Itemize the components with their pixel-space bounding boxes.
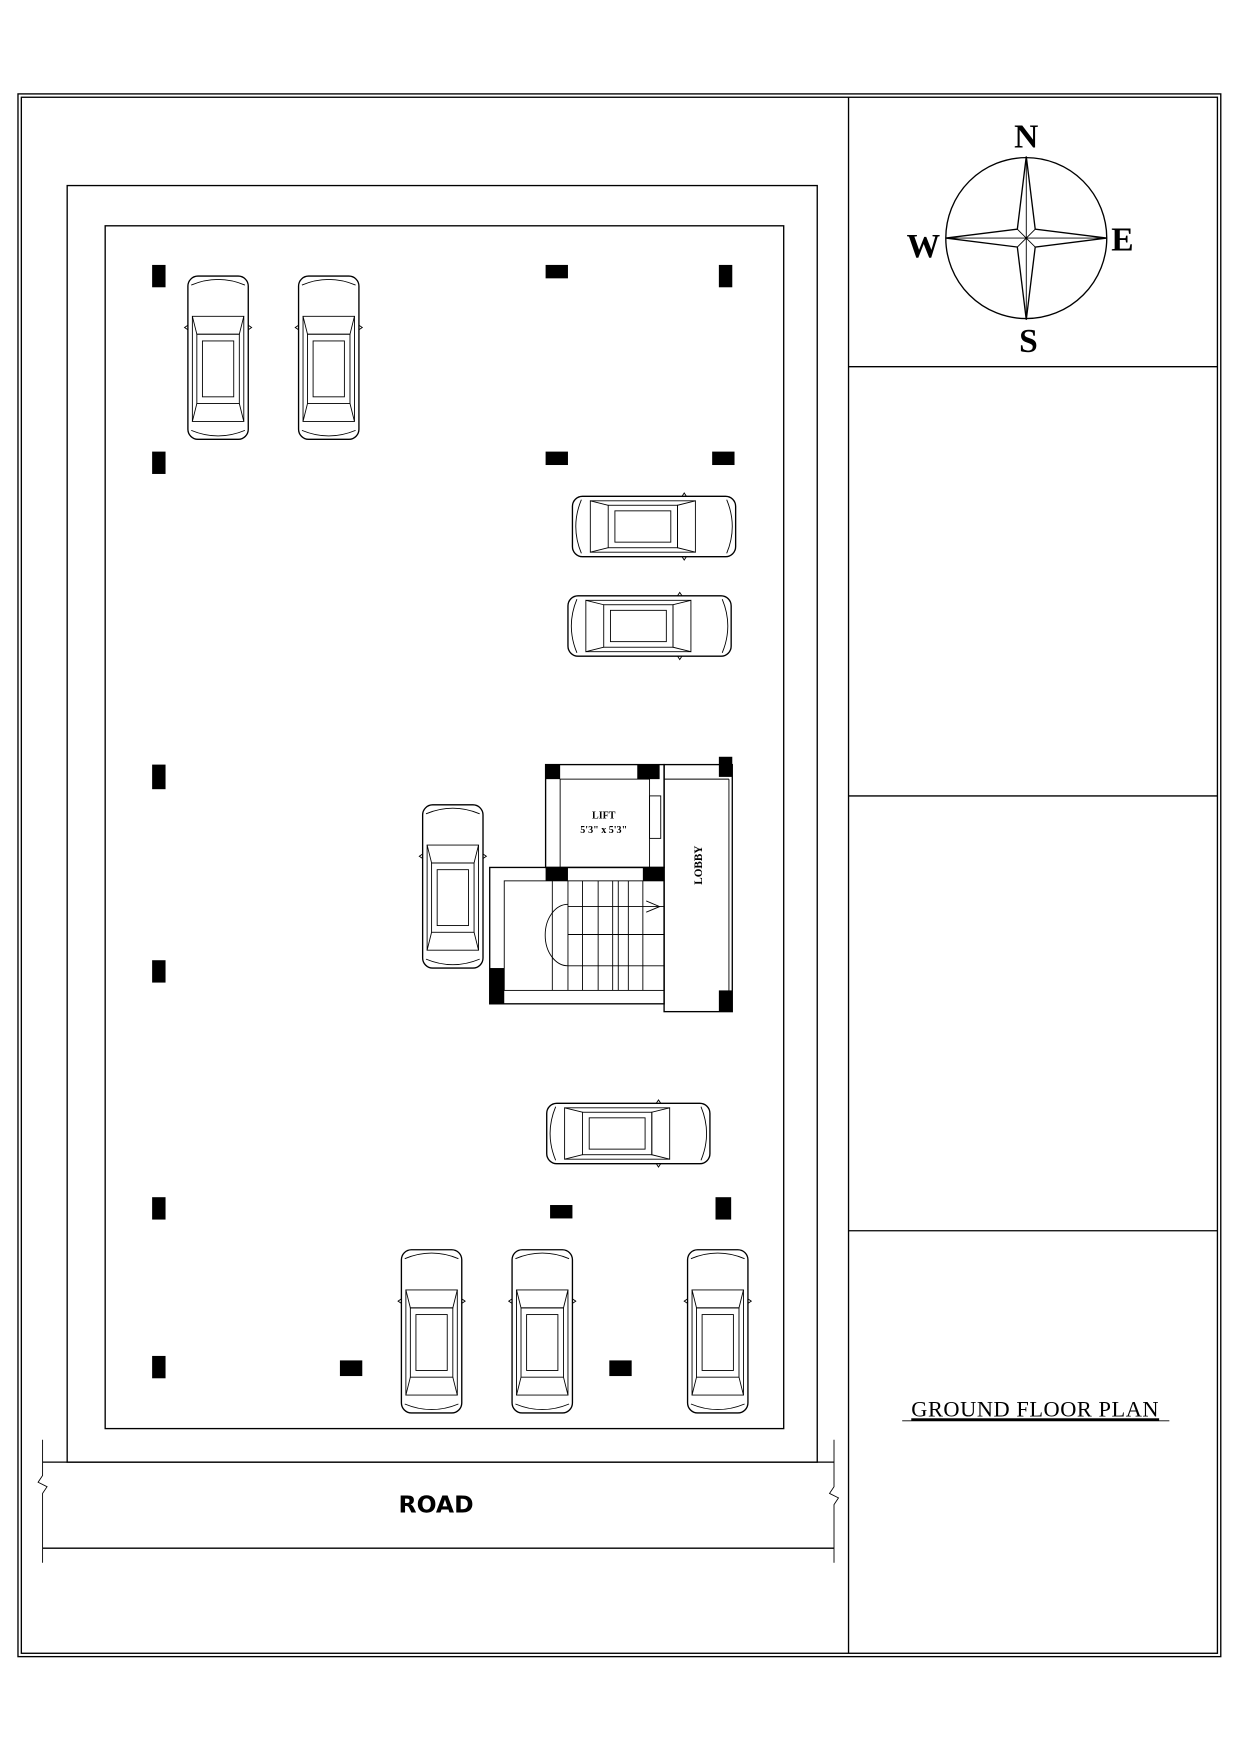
column — [550, 1205, 573, 1219]
column — [152, 264, 166, 288]
stair-treads — [544, 880, 665, 991]
lift-label: LIFT — [592, 810, 616, 821]
north-compass-icon: N S W E — [907, 119, 1134, 361]
column — [152, 764, 166, 790]
column — [545, 451, 568, 466]
sheet-inner-border — [20, 96, 1219, 1654]
column — [715, 1197, 732, 1220]
car-icon — [418, 804, 488, 969]
lift-size-label: 5'3" x 5'3" — [580, 825, 627, 836]
drawing-title: GROUND FLOOR PLAN — [911, 1396, 1159, 1421]
road: ROAD — [37, 1439, 840, 1563]
compass-south: S — [1019, 323, 1038, 360]
column — [339, 1360, 363, 1377]
car-icon — [294, 275, 363, 440]
lobby-label: LOBBY — [693, 846, 705, 885]
column — [609, 1360, 632, 1377]
car-icon — [571, 492, 737, 561]
columns — [152, 264, 735, 1379]
car-icon — [546, 1099, 711, 1168]
column — [545, 264, 568, 279]
road-label: ROAD — [399, 1490, 474, 1518]
column — [152, 1355, 166, 1379]
column — [712, 451, 735, 466]
compass-north: N — [1014, 119, 1038, 156]
car-icon — [397, 1249, 466, 1414]
compass-east: E — [1111, 221, 1133, 258]
car-icon — [683, 1249, 752, 1414]
plot-boundary — [66, 184, 818, 1463]
column — [152, 960, 166, 983]
column — [152, 451, 166, 474]
compass-west: W — [907, 228, 941, 265]
building-outline — [104, 225, 785, 1430]
car-icon — [567, 591, 732, 661]
car-icon — [508, 1249, 577, 1414]
stair-lift-core: LIFT 5'3" x 5'3" LOBBY — [489, 756, 733, 1013]
car-icon — [183, 275, 253, 440]
sheet-outer-border — [17, 93, 1222, 1658]
column — [152, 1197, 166, 1220]
column — [718, 264, 733, 288]
